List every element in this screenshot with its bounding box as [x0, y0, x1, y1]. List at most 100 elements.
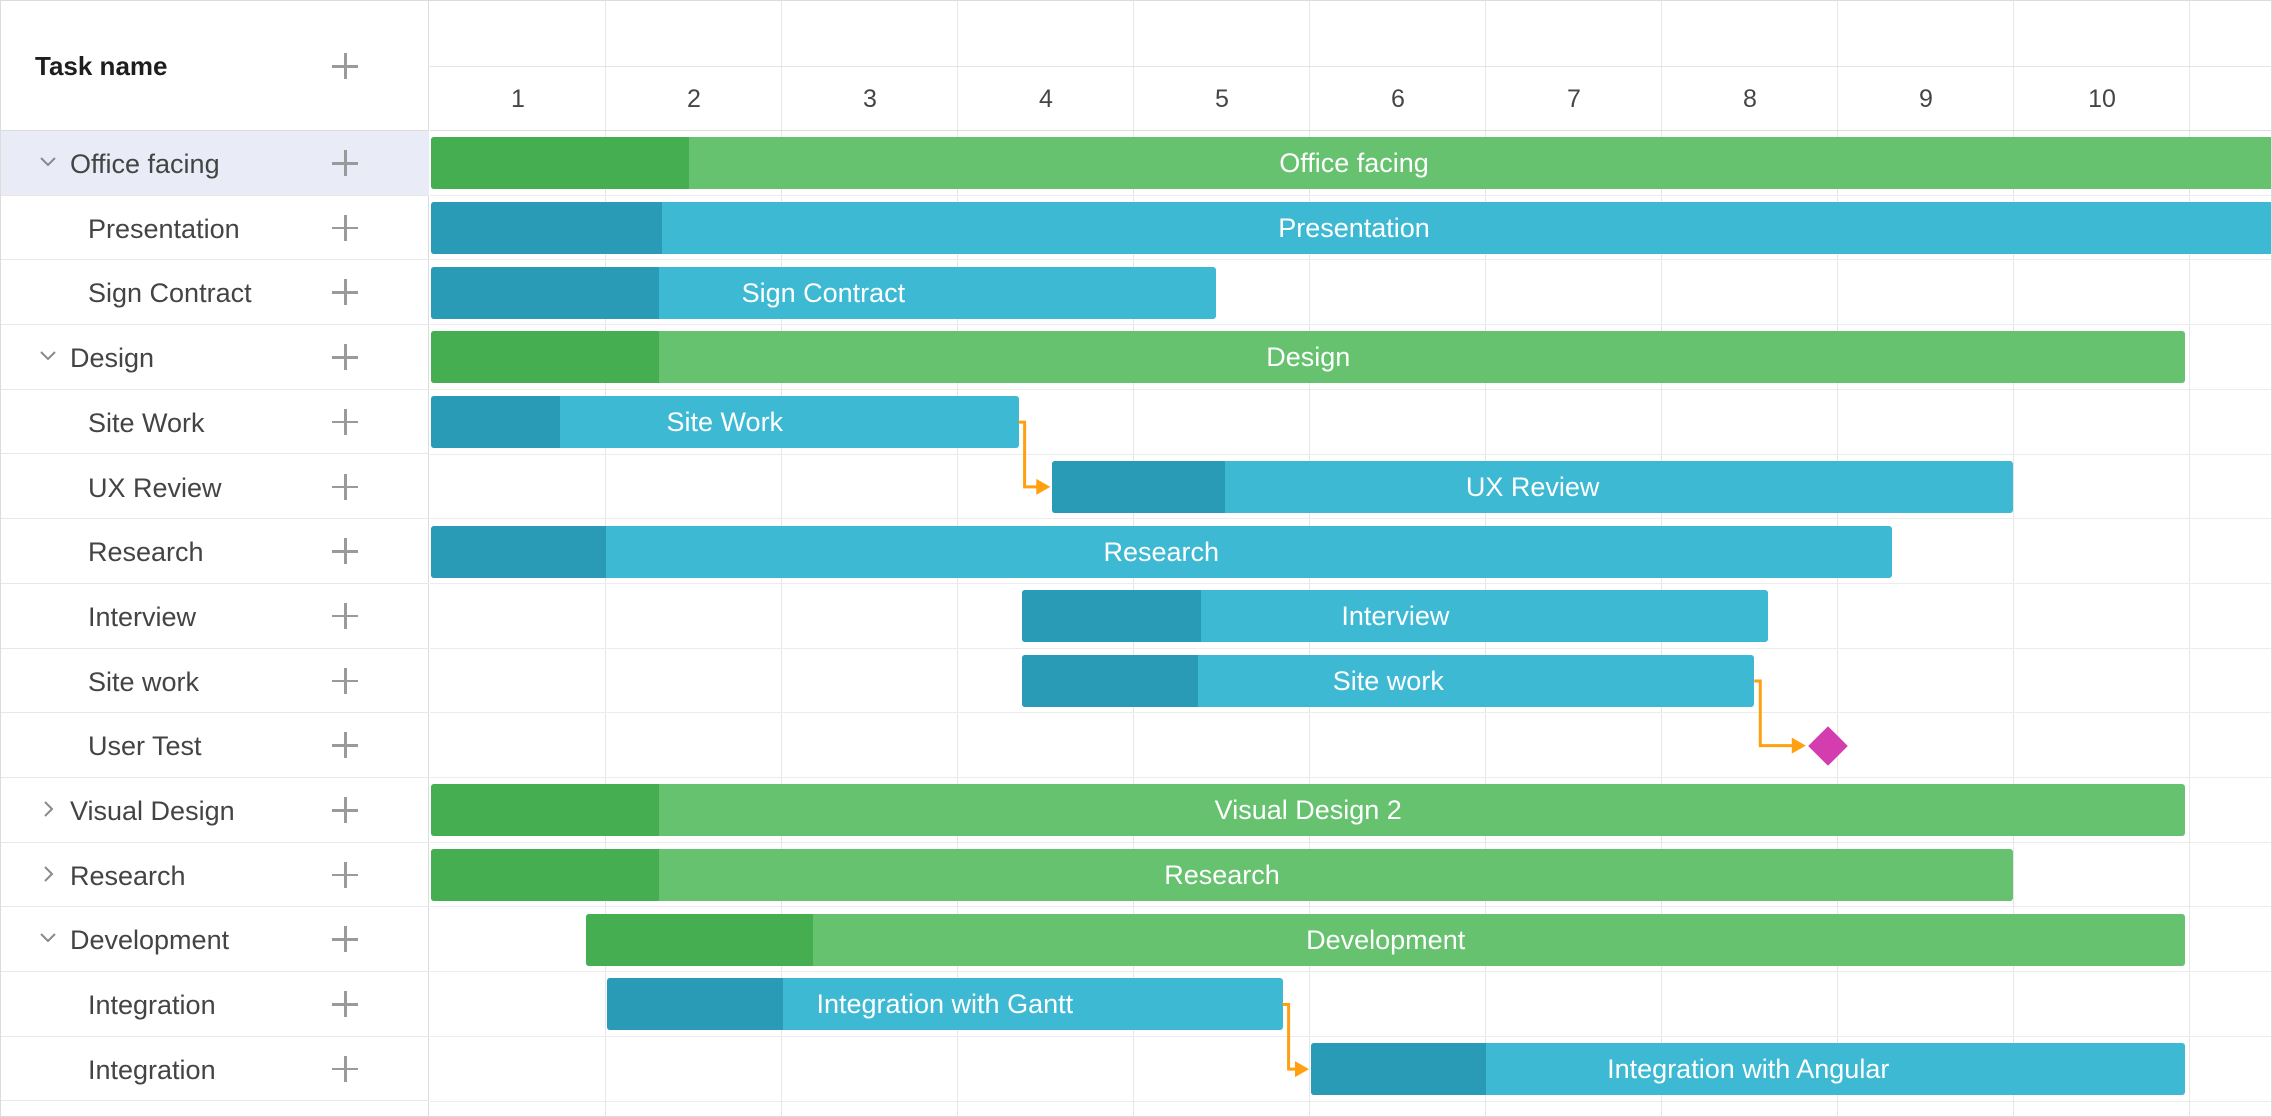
task-bar-site-work[interactable]: Site Work	[431, 396, 1019, 449]
task-row-ux-review[interactable]: UX Review	[1, 455, 429, 520]
add-subtask-plus-icon[interactable]	[332, 797, 358, 823]
progress-fill	[431, 784, 660, 837]
add-subtask-plus-icon[interactable]	[332, 602, 358, 629]
row-gridline	[430, 518, 2271, 520]
task-row-research[interactable]: Research	[1, 519, 429, 584]
task-name-label: Sign Contract	[88, 278, 252, 309]
task-bar-integration[interactable]: Integration with Angular	[1311, 1043, 2186, 1096]
add-subtask-plus-icon[interactable]	[332, 667, 358, 694]
dependency-link-line[interactable]	[1754, 679, 1794, 748]
bar-text: Site work	[1332, 665, 1444, 696]
dependency-link-line[interactable]	[1282, 1002, 1297, 1071]
progress-fill	[431, 849, 659, 902]
day-1-label: 1	[511, 85, 525, 113]
add-subtask-plus-icon[interactable]	[332, 344, 358, 371]
link-arrowhead-icon	[1791, 737, 1806, 754]
row-gridline	[430, 777, 2271, 778]
task-row-user-test[interactable]: User Test	[1, 713, 429, 778]
task-row-site-work[interactable]: Site Work	[1, 390, 429, 455]
project-bar-visual-design[interactable]: Visual Design 2	[431, 784, 2186, 837]
day-9-label: 9	[1919, 85, 1933, 113]
add-subtask-plus-icon[interactable]	[332, 1055, 358, 1082]
progress-fill	[1022, 654, 1199, 707]
progress-fill	[431, 396, 561, 449]
row-gridline	[430, 388, 2271, 390]
task-name-label: Presentation	[88, 213, 240, 244]
task-row-design[interactable]: Design	[1, 325, 429, 390]
task-name-column-header: Task name	[35, 51, 168, 81]
task-bar-research[interactable]: Research	[431, 525, 1892, 578]
task-row-visual-design[interactable]: Visual Design	[1, 778, 429, 843]
add-subtask-plus-icon[interactable]	[332, 150, 358, 176]
day-3-label: 3	[863, 85, 877, 113]
add-subtask-plus-icon[interactable]	[332, 473, 358, 500]
add-subtask-plus-icon[interactable]	[332, 861, 358, 888]
row-gridline	[430, 453, 2271, 455]
task-bar-interview[interactable]: Interview	[1022, 590, 1769, 643]
chevron-right-icon[interactable]	[39, 800, 57, 818]
add-subtask-plus-icon[interactable]	[332, 408, 358, 435]
task-row-integration[interactable]: Integration	[1, 972, 429, 1037]
chevron-right-icon[interactable]	[39, 865, 57, 883]
milestone-diamond[interactable]	[1807, 725, 1848, 766]
task-row-site-work[interactable]: Site work	[1, 649, 429, 714]
task-row-development[interactable]: Development	[1, 907, 429, 973]
task-bar-site-work[interactable]: Site work	[1022, 654, 1755, 707]
chevron-down-icon[interactable]	[39, 153, 57, 171]
add-subtask-plus-icon[interactable]	[332, 214, 358, 241]
add-subtask-plus-icon[interactable]	[332, 991, 358, 1018]
add-subtask-plus-icon[interactable]	[332, 538, 358, 565]
bar-text: Research	[1164, 860, 1280, 891]
task-bar-sign-contract[interactable]: Sign Contract	[431, 266, 1216, 319]
project-bar-research[interactable]: Research	[431, 849, 2013, 902]
add-subtask-plus-icon[interactable]	[332, 732, 358, 759]
row-gridline	[430, 1100, 2271, 1102]
task-name-label: Research	[70, 860, 186, 891]
project-bar-office-facing[interactable]: Office facing	[431, 137, 2271, 190]
bar-text: UX Review	[1465, 471, 1600, 502]
task-row-sign-contract[interactable]: Sign Contract	[1, 260, 429, 326]
day-6-label: 6	[1391, 85, 1405, 113]
bar-text: Site Work	[666, 407, 784, 438]
task-row-interview[interactable]: Interview	[1, 584, 429, 649]
dependency-link-line[interactable]	[1018, 420, 1039, 489]
add-task-plus-icon[interactable]	[332, 53, 358, 79]
day-10-label: 10	[2088, 85, 2116, 113]
task-row-office-facing[interactable]: Office facing	[1, 131, 429, 196]
task-name-label: UX Review	[88, 472, 222, 503]
row-gridline	[430, 906, 2271, 908]
day-gridline	[2013, 1, 2014, 1116]
progress-fill	[607, 978, 783, 1031]
chevron-down-icon[interactable]	[39, 347, 57, 365]
add-subtask-plus-icon[interactable]	[332, 926, 358, 953]
project-bar-development[interactable]: Development	[585, 913, 2186, 966]
progress-fill	[1311, 1043, 1486, 1096]
task-row-integration[interactable]: Integration	[1, 1037, 429, 1102]
task-row-presentation[interactable]: Presentation	[1, 196, 429, 261]
bar-text: Design	[1266, 342, 1351, 373]
row-gridline	[430, 194, 2271, 196]
task-bar-integration[interactable]: Integration with Gantt	[607, 978, 1283, 1031]
grid-header: Task name	[1, 1, 429, 131]
bar-text: Research	[1103, 536, 1220, 567]
task-row-research[interactable]: Research	[1, 843, 429, 908]
row-gridline	[430, 647, 2271, 649]
chevron-down-icon[interactable]	[39, 929, 57, 947]
task-bar-presentation[interactable]: Presentation	[431, 202, 2271, 255]
link-arrowhead-icon	[1036, 478, 1051, 495]
progress-fill	[431, 331, 660, 384]
day-2-label: 2	[687, 85, 701, 113]
row-gridline	[430, 841, 2271, 843]
task-name-label: Site work	[88, 666, 200, 697]
project-bar-design[interactable]: Design	[431, 331, 2186, 384]
progress-fill	[1052, 460, 1226, 513]
task-bar-ux-review[interactable]: UX Review	[1052, 460, 2013, 513]
bar-text: Presentation	[1278, 213, 1430, 244]
bar-text: Office facing	[1279, 148, 1429, 179]
row-gridline	[430, 582, 2271, 584]
task-name-label: Site Work	[88, 407, 205, 438]
bar-text: Sign Contract	[741, 277, 906, 308]
add-subtask-plus-icon[interactable]	[332, 279, 358, 306]
